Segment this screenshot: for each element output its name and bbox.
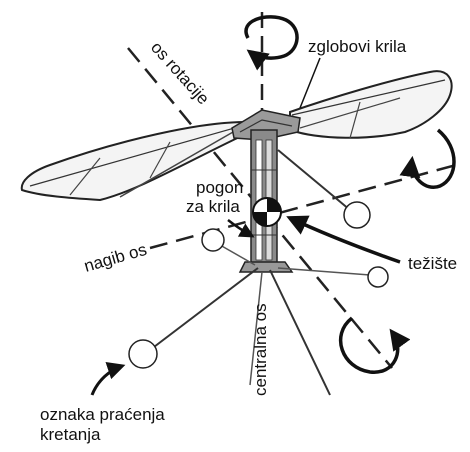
oznaka-arrow [92,366,122,395]
label-zglobovi-krila: zglobovi krila [308,37,407,56]
tracking-marker-right [368,267,388,287]
rotation-arrow-right [412,130,454,187]
tezistse-arrow [290,218,400,262]
tracking-marker-upper-right [344,202,370,228]
center-of-mass-symbol [253,198,281,226]
label-kretanja: kretanja [40,425,101,444]
label-centralna-os: centralna os [251,303,270,396]
label-os-rotacije: os rotacije [147,38,213,108]
bottom-mount [240,262,292,272]
right-wing [290,71,452,138]
zglobovi-leader-line [300,58,320,108]
tracking-marker-left [202,229,224,251]
label-za-krila: za krila [186,197,240,216]
label-oznaka-pracenja: oznaka praćenja [40,405,165,424]
rotation-arrow-top [246,17,297,58]
label-nagib-os: nagib os [82,240,149,276]
label-tezistse: težište [408,254,457,273]
tracking-marker-bottom-left [129,340,157,368]
label-pogon: pogon [196,178,243,197]
